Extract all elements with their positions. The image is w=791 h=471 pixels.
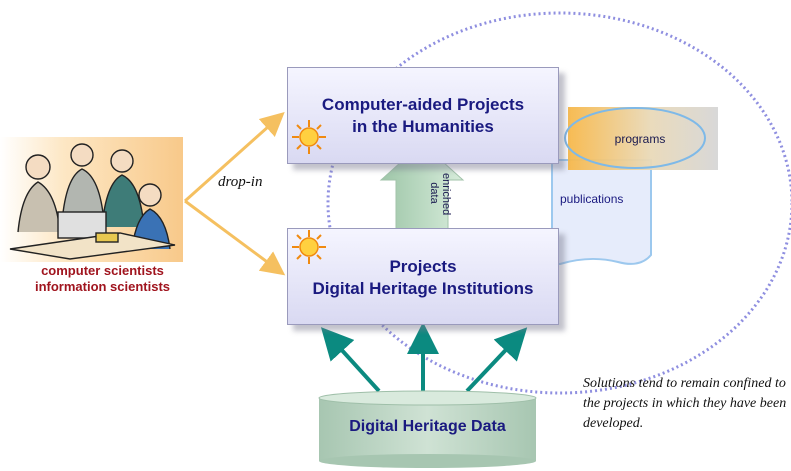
people-caption: computer scientists information scientis… [0,263,205,295]
programs-label: programs [614,132,666,146]
drop-in-arrow-bottom [184,199,286,276]
bottom-box-title-line-1: Projects [389,257,457,276]
digital-heritage-data-label: Digital Heritage Data [349,418,506,435]
programs-outline [564,107,706,169]
data-arrow-right [465,327,528,393]
people-illustration [0,137,183,262]
caption-line-2: information scientists [34,279,171,294]
top-box-title: Computer-aided Projects in the Humanitie… [288,94,558,138]
top-box-title-line-1: Computer-aided Projects [321,95,525,114]
caption-line-1: computer scientists [41,263,164,278]
programs-shape [568,107,718,170]
data-arrow-left [320,327,381,393]
sun-icon [292,230,326,264]
data-cylinder [318,390,537,468]
box-projects-institutions: Projects Digital Heritage Institutions [287,228,559,325]
enriched-data-label: enriched data [428,173,452,216]
dotted-ellipse [326,11,791,395]
top-box-title-line-2: in the Humanities [352,117,494,136]
bottom-box-title: Projects Digital Heritage Institutions [288,256,558,300]
drop-in-arrow-top [184,112,285,203]
publications-label: publications [560,192,624,206]
drop-in-label: drop-in [218,174,263,190]
enriched-line-2: data [428,182,440,204]
publications-document [551,159,652,265]
sun-icon [292,120,326,154]
box-computer-aided-projects: Computer-aided Projects in the Humanitie… [287,67,559,164]
enriched-line-1: enriched [440,173,452,216]
bottom-box-title-line-2: Digital Heritage Institutions [312,279,534,298]
note-text: Solutions tend to remain confined to the… [583,376,787,431]
people-icon [9,143,176,260]
